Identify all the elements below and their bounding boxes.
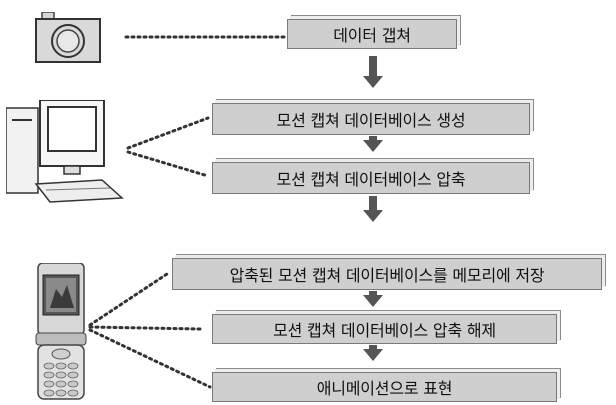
arrow-1 (363, 56, 383, 88)
step-create-database: 모션 캡쳐 데이터베이스 생성 (212, 103, 530, 135)
arrow-3 (363, 196, 383, 222)
step-store-in-memory: 압축된 모션 캡쳐 데이터베이스를 메모리에 저장 (172, 258, 602, 290)
connector-phone-top (88, 270, 172, 327)
step-compress-database: 모션 캡쳐 데이터베이스 압축 (212, 162, 530, 194)
desktop-computer-icon (6, 100, 124, 203)
connector-phone-mid (88, 325, 202, 331)
flip-phone-icon (35, 263, 87, 400)
connector-phone-bottom (88, 328, 212, 389)
step-decompress-database: 모션 캡쳐 데이터베이스 압축 해제 (212, 314, 557, 344)
arrow-4 (363, 291, 383, 307)
camera-icon (35, 12, 101, 63)
connector-pc-top (126, 116, 210, 150)
step-render-animation: 애니메이션으로 표현 (212, 372, 557, 402)
arrow-2 (363, 136, 383, 152)
step-data-capture: 데이터 갭쳐 (287, 19, 457, 49)
arrow-5 (363, 345, 383, 361)
connector-pc-bottom (126, 150, 210, 178)
